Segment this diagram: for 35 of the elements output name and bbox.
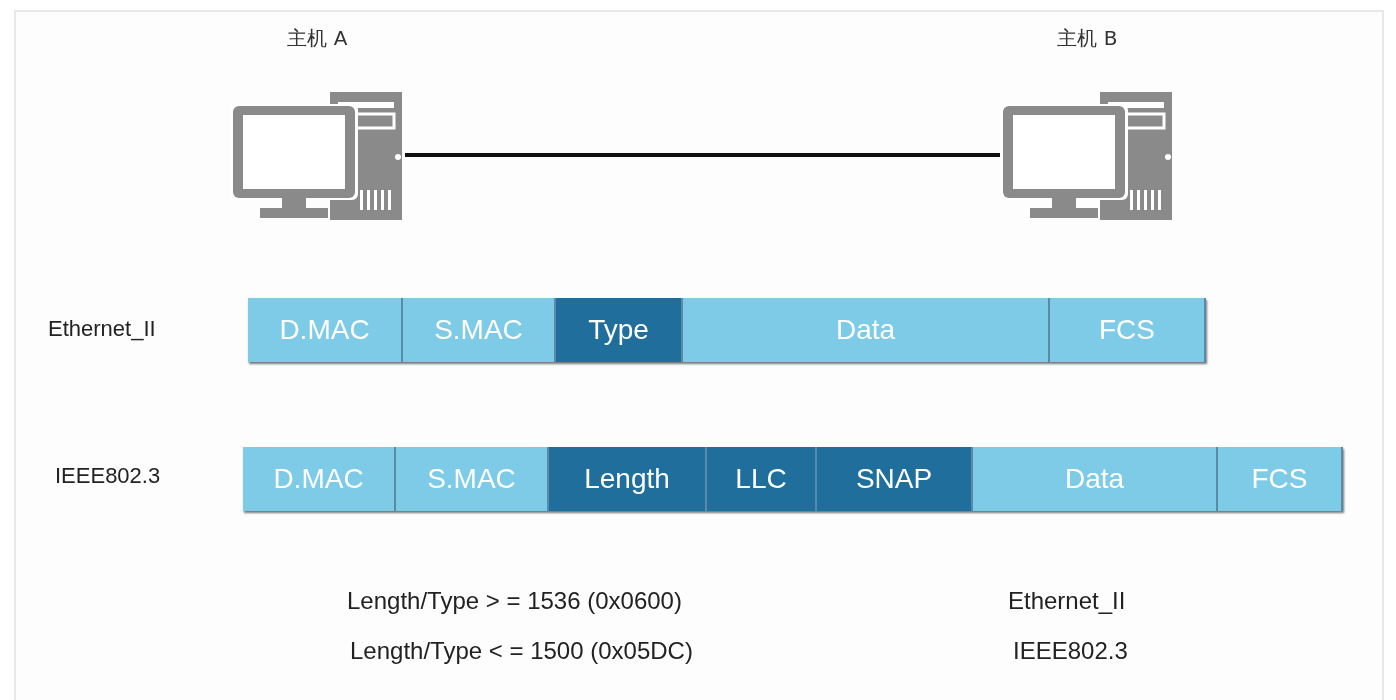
frame-format-bar	[243, 447, 1343, 511]
frame-field	[683, 298, 1050, 362]
frame-field	[973, 447, 1218, 511]
note-text: Ethernet_II	[1008, 587, 1126, 615]
host-label: 主机 A	[287, 25, 348, 52]
field-name: LLC	[735, 463, 787, 495]
field-name: FCS	[1251, 463, 1308, 495]
note-text: IEEE802.3	[1013, 637, 1128, 665]
field-name: D.MAC	[279, 314, 370, 346]
field-name: SNAP	[855, 463, 933, 495]
frame-format-bar	[248, 298, 1206, 362]
frame-field	[248, 298, 403, 362]
frame-field	[556, 298, 683, 362]
note-text: Length/Type > = 1536 (0x0600)	[347, 587, 682, 615]
field-name: FCS	[1099, 314, 1155, 346]
frame-field	[396, 447, 549, 511]
host-label: 主机 B	[1057, 25, 1118, 52]
note-text: Length/Type < = 1500 (0x05DC)	[350, 637, 693, 665]
frame-field	[243, 447, 396, 511]
field-name: Data	[1064, 463, 1125, 495]
frame-field	[1218, 447, 1343, 511]
frame-field	[549, 447, 707, 511]
frame-field	[817, 447, 973, 511]
cable-line	[405, 153, 1000, 157]
field-name: Data	[835, 314, 896, 346]
field-name: Type	[588, 314, 649, 346]
note-text: Ethernet_II	[48, 316, 156, 342]
field-name: Length	[584, 463, 670, 495]
frame-field	[403, 298, 556, 362]
frame-field	[1050, 298, 1206, 362]
note-text: IEEE802.3	[55, 463, 161, 489]
field-name: S.MAC	[434, 314, 523, 346]
frame-field	[707, 447, 817, 511]
field-name: D.MAC	[273, 463, 364, 495]
field-name: S.MAC	[427, 463, 516, 495]
